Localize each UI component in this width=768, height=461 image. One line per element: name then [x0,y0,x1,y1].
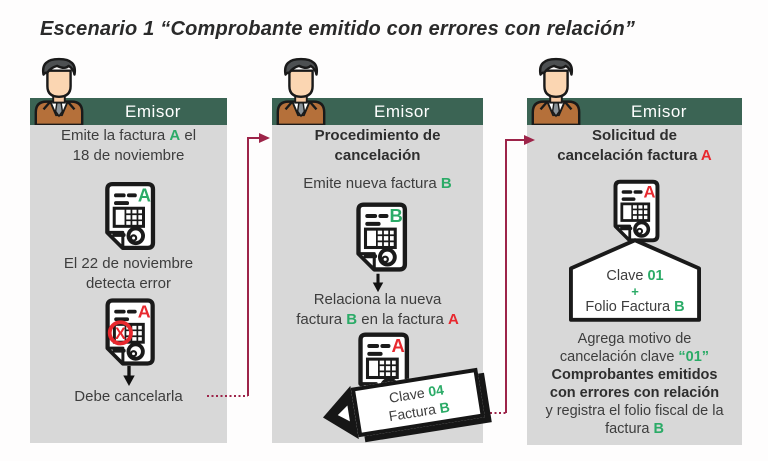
clave-01-banner-text: Clave 01 + Folio Factura B [569,238,701,322]
factura-a-ref: A [447,311,459,328]
step-text: detecta error [85,275,172,292]
invoice-a-icon: A [105,181,156,251]
column-header-label: Emisor [374,101,430,121]
column-emisor-1: Emisor Emite la factura A el 18 de novie… [30,98,227,443]
factura-a-ref: A [700,147,712,164]
red-x-circle-icon: X [107,320,133,346]
column-emisor-2: Emisor Procedimiento de cancelación Emit… [272,98,485,445]
column-emisor-3: Emisor Solicitud de cancelación factura … [527,98,742,445]
factura-b-ref: B [346,311,358,328]
down-arrow-icon [123,365,135,387]
step-text: Relaciona la nueva [313,291,442,308]
step-text: factura B en la factura A [296,311,459,328]
invoice-a-icon: A [613,179,660,243]
invoice-letter: A [138,302,151,322]
column-header-label: Emisor [631,101,687,121]
note-text: Comprobantes emitidos [551,367,718,383]
invoice-a-error-icon: A X [105,298,155,366]
clave-04-tag: Clave 04 Factura B [318,366,485,445]
down-arrow-icon [372,273,384,293]
invoice-letter: B [389,205,402,226]
invoice-b-icon: B [356,202,408,272]
step-text: Debe cancelarla [74,388,183,405]
factura-b-ref: B [440,175,452,192]
invoice-letter: A [644,183,656,202]
note-text: y registra el folio fiscal de la [545,403,724,419]
clave-01-banner [569,238,701,322]
plus-sign: + [631,284,639,299]
column-subtitle: cancelación factura A [557,147,712,164]
connector-arrow-1 [247,133,270,396]
note-text: cancelación clave “01” [559,349,710,365]
svg-text:X: X [115,325,126,343]
person-icon [531,57,581,125]
factura-a-ref: A [169,127,181,144]
step-text: 18 de noviembre [72,147,185,164]
step-text: Emite nueva factura B [303,175,452,192]
note-text: Agrega motivo de [577,331,692,347]
tag-notch [336,405,350,424]
diagram-title: Escenario 1 “Comprobante emitido con err… [40,18,636,40]
column-subtitle: cancelación [334,147,421,164]
step-text: Emite la factura A el [60,127,197,144]
column-subtitle: Solicitud de [591,127,677,144]
person-icon [276,57,326,125]
invoice-letter: A [138,185,151,205]
person-icon [34,57,84,125]
note-text: con errores con relación [549,385,720,401]
invoice-letter: A [391,335,404,356]
column-header-label: Emisor [125,101,181,121]
column-subtitle: Procedimiento de [314,127,441,144]
note-text: factura B [605,421,664,437]
step-text: El 22 de noviembre [63,255,194,272]
